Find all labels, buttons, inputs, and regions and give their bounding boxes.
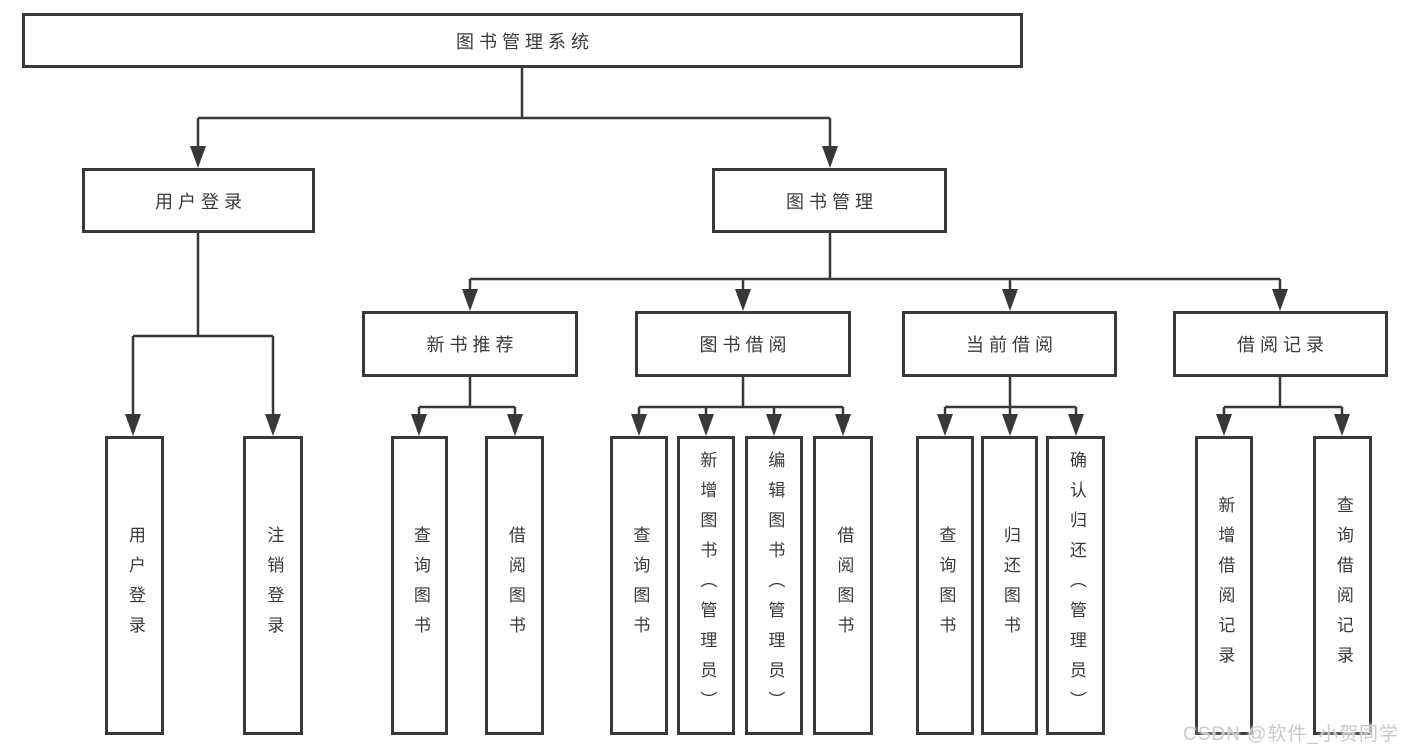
leaf-return-books: 归还图书	[981, 436, 1038, 735]
node-new-book-recommend: 新书推荐	[362, 311, 578, 377]
leaf-query-books-3-label: 查询图书	[936, 525, 956, 646]
connector-lines	[131, 68, 1344, 418]
csdn-watermark: CSDN @软件_小贺同学	[1183, 724, 1399, 745]
node-current-borrow-label: 当前借阅	[966, 335, 1058, 355]
leaf-query-books-2: 查询图书	[610, 436, 668, 735]
leaf-logout: 注销登录	[243, 436, 303, 735]
node-book-management: 图书管理	[712, 168, 947, 233]
leaf-query-books-3: 查询图书	[916, 436, 974, 735]
node-book-borrow-label: 图书借阅	[699, 335, 792, 355]
leaf-logout-label: 注销登录	[264, 525, 284, 646]
node-book-management-label: 图书管理	[786, 191, 878, 212]
arrowhead-icons	[125, 146, 1350, 436]
leaf-query-books-1: 查询图书	[391, 436, 448, 735]
node-root-system: 图书管理系统	[22, 13, 1023, 68]
leaf-user-login-label: 用户登录	[125, 525, 145, 646]
node-current-borrow: 当前借阅	[902, 311, 1117, 377]
leaf-query-books-2-label: 查询图书	[630, 525, 650, 646]
leaf-add-books-admin: 新增图书（管理员）	[677, 436, 735, 735]
leaf-confirm-return-admin: 确认归还（管理员）	[1046, 436, 1105, 735]
leaf-confirm-return-admin-label: 确认归还（管理员）	[1066, 450, 1086, 721]
leaf-add-books-admin-label: 新增图书（管理员）	[697, 450, 717, 721]
leaf-query-borrow-record: 查询借阅记录	[1313, 436, 1372, 735]
leaf-borrow-books-2: 借阅图书	[813, 436, 873, 735]
leaf-query-books-1-label: 查询图书	[410, 525, 430, 646]
node-borrow-records-label: 借阅记录	[1237, 335, 1329, 355]
leaf-return-books-label: 归还图书	[1000, 525, 1020, 646]
leaf-edit-books-admin-label: 编辑图书（管理员）	[765, 450, 785, 721]
leaf-query-borrow-record-label: 查询借阅记录	[1333, 495, 1353, 676]
leaf-borrow-books-1: 借阅图书	[485, 436, 544, 735]
leaf-user-login: 用户登录	[105, 436, 164, 735]
node-root-label: 图书管理系统	[456, 31, 594, 52]
node-book-borrow: 图书借阅	[635, 311, 851, 377]
leaf-edit-books-admin: 编辑图书（管理员）	[745, 436, 803, 735]
node-user-login: 用户登录	[82, 168, 315, 233]
node-new-book-recommend-label: 新书推荐	[426, 335, 519, 355]
node-user-login-label: 用户登录	[155, 191, 247, 212]
leaf-borrow-books-2-label: 借阅图书	[834, 525, 854, 646]
leaf-add-borrow-record-label: 新增借阅记录	[1215, 495, 1235, 676]
leaf-borrow-books-1-label: 借阅图书	[505, 525, 525, 646]
leaf-add-borrow-record: 新增借阅记录	[1195, 436, 1253, 735]
node-borrow-records: 借阅记录	[1173, 311, 1388, 377]
